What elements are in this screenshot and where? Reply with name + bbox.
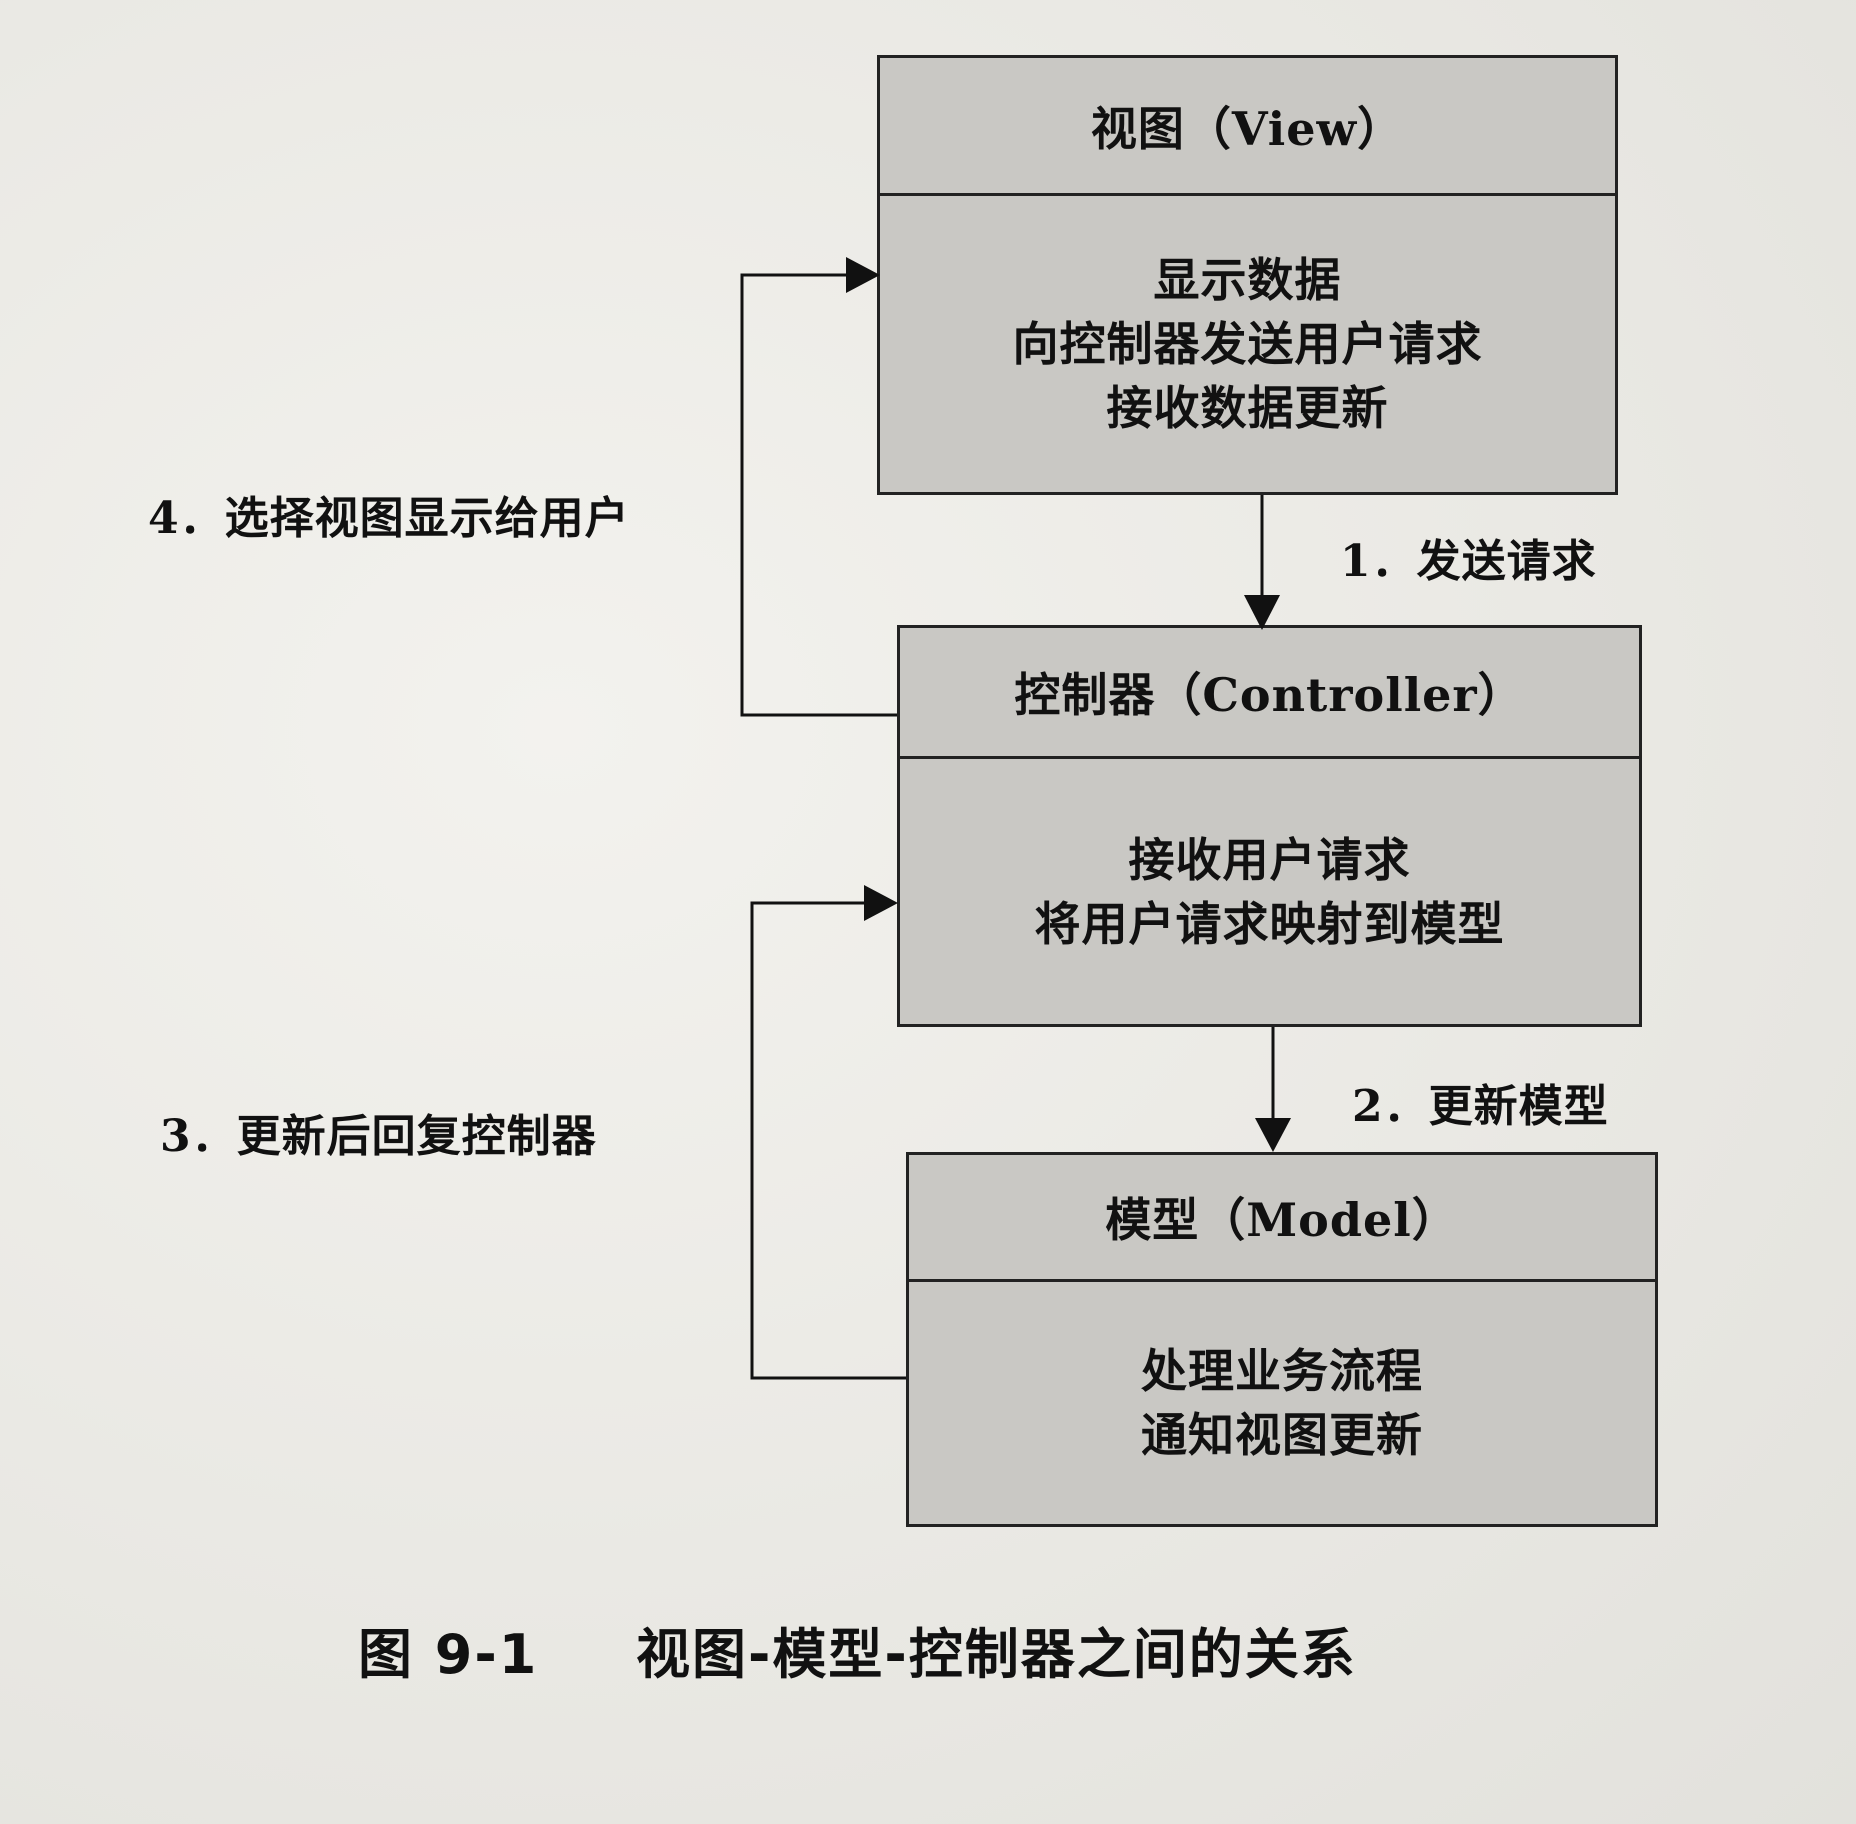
model-title: 模型（Model）: [909, 1155, 1655, 1282]
model-box: 模型（Model） 处理业务流程 通知视图更新: [906, 1152, 1658, 1527]
figure-number: 图 9-1: [358, 1623, 539, 1686]
view-line: 接收数据更新: [1106, 381, 1389, 435]
controller-line: 接收用户请求: [1128, 832, 1411, 887]
edge-label-step2: 2．更新模型: [1352, 1081, 1609, 1132]
view-title: 视图（View）: [880, 58, 1615, 196]
view-body: 显示数据 向控制器发送用户请求 接收数据更新: [880, 196, 1615, 492]
arrowhead-down-icon: [1255, 1118, 1291, 1152]
model-body: 处理业务流程 通知视图更新: [909, 1282, 1655, 1524]
arrowhead-right-icon: [864, 885, 898, 921]
edge-label-step3: 3．更新后回复控制器: [160, 1111, 597, 1162]
arrowhead-right-icon: [846, 257, 880, 293]
controller-body: 接收用户请求 将用户请求映射到模型: [900, 759, 1639, 1024]
view-box: 视图（View） 显示数据 向控制器发送用户请求 接收数据更新: [877, 55, 1618, 495]
controller-title: 控制器（Controller）: [900, 628, 1639, 759]
arrowhead-down-icon: [1244, 595, 1280, 630]
figure-caption-text: 视图-模型-控制器之间的关系: [635, 1623, 1357, 1686]
controller-line: 将用户请求映射到模型: [1034, 896, 1505, 951]
model-line: 通知视图更新: [1141, 1408, 1423, 1462]
arrow-reply-controller: [750, 901, 906, 1380]
arrow-select-view: [740, 273, 897, 717]
edge-label-step1: 1．发送请求: [1340, 536, 1597, 587]
view-line: 显示数据: [1153, 253, 1342, 307]
view-line: 向控制器发送用户请求: [1012, 317, 1483, 371]
edge-label-step4: 4．选择视图显示给用户: [148, 493, 630, 544]
model-line: 处理业务流程: [1141, 1344, 1423, 1398]
controller-box: 控制器（Controller） 接收用户请求 将用户请求映射到模型: [897, 625, 1642, 1027]
figure-caption: 图 9-1 视图-模型-控制器之间的关系: [358, 1610, 1357, 1689]
